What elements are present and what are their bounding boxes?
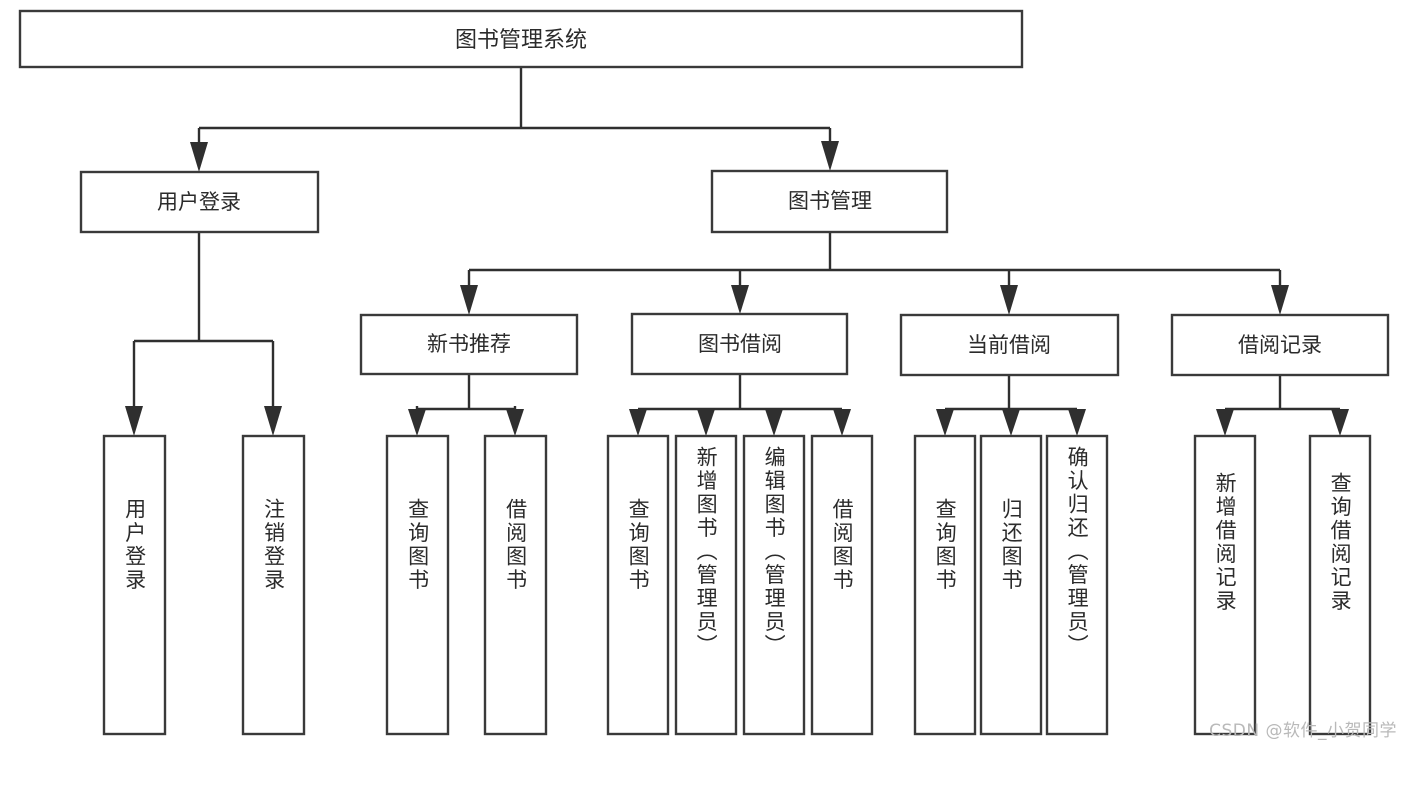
leaf-add-record-rect[interactable] (1193, 434, 1257, 736)
arrow-head-leaf-query-book-2 (629, 409, 647, 436)
leaf-borrow-book-1-rect[interactable] (483, 434, 548, 736)
arrow-head-leaf-confirm-return (1068, 409, 1086, 436)
arrow-head-user-login (190, 142, 208, 172)
leaf-query-book-1-rect[interactable] (385, 434, 450, 736)
arrow-head-leaf-user-login (125, 406, 143, 436)
node-current-borrow-rect[interactable] (899, 313, 1120, 377)
node-borrow-record-label: 借阅记录 (1238, 333, 1322, 357)
arrow-head-borrow-record (1271, 285, 1289, 315)
leaf-borrow-book-2-rect[interactable] (810, 434, 874, 736)
watermark-text: CSDN @软件_小贺同学 (1209, 721, 1397, 741)
arrow-head-leaf-query-book-1 (408, 409, 426, 436)
arrow-head-leaf-edit-book (765, 409, 783, 436)
arrow-head-leaf-query-book-3 (936, 409, 954, 436)
node-book-borrow-label: 图书借阅 (698, 332, 782, 356)
node-root-label: 图书管理系统 (455, 28, 587, 53)
leaf-confirm-return-rect[interactable] (1045, 434, 1109, 736)
node-new-book-recommend-label: 新书推荐 (427, 332, 511, 356)
arrow-head-leaf-query-record (1331, 409, 1349, 436)
leaf-return-book-rect[interactable] (979, 434, 1043, 736)
arrow-head-leaf-return-book (1002, 409, 1020, 436)
leaf-edit-book-rect[interactable] (742, 434, 806, 736)
arrow-head-current-borrow (1000, 285, 1018, 315)
flowchart-svg: 图书管理系统 用户登录 图书管理 新书推荐 图书借阅 当前借阅 借阅记录 (18, 9, 1390, 736)
arrow-head-leaf-add-book (697, 409, 715, 436)
arrow-head-leaf-borrow-book-1 (506, 409, 524, 436)
leaf-logout-rect[interactable] (241, 434, 306, 736)
leaf-query-book-3-rect[interactable] (913, 434, 977, 736)
node-book-borrow[interactable]: 图书借阅 (630, 312, 849, 376)
node-root-rect[interactable] (18, 9, 1024, 69)
leaf-rect-group (102, 434, 1372, 736)
node-book-borrow-rect[interactable] (630, 312, 849, 376)
node-user-login-label: 用户登录 (157, 190, 241, 214)
node-root[interactable]: 图书管理系统 (18, 9, 1024, 69)
node-user-login-rect[interactable] (79, 170, 320, 234)
node-current-borrow-label: 当前借阅 (967, 333, 1051, 357)
arrow-head-leaf-logout (264, 406, 282, 436)
node-new-book-recommend[interactable]: 新书推荐 (359, 313, 579, 376)
node-book-management-label: 图书管理 (788, 189, 872, 213)
arrow-head-book-borrow (731, 285, 749, 314)
arrow-head-new-book-recommend (460, 285, 478, 315)
node-user-login[interactable]: 用户登录 (79, 170, 320, 234)
connector-group (125, 67, 1349, 436)
leaf-query-record-rect[interactable] (1308, 434, 1372, 736)
leaf-query-book-2-rect[interactable] (606, 434, 670, 736)
node-book-management-rect[interactable] (710, 169, 949, 234)
node-book-management[interactable]: 图书管理 (710, 169, 949, 234)
arrow-head-leaf-add-record (1216, 409, 1234, 436)
node-borrow-record-rect[interactable] (1170, 313, 1390, 377)
node-current-borrow[interactable]: 当前借阅 (899, 313, 1120, 377)
arrow-head-leaf-borrow-book-2 (833, 409, 851, 436)
node-new-book-recommend-rect[interactable] (359, 313, 579, 376)
diagram-canvas: 图书管理系统 用户登录 图书管理 新书推荐 图书借阅 当前借阅 借阅记录 (18, 9, 1397, 741)
leaf-user-login-rect[interactable] (102, 434, 167, 736)
arrow-head-book-management (821, 141, 839, 171)
leaf-add-book-rect[interactable] (674, 434, 738, 736)
node-borrow-record[interactable]: 借阅记录 (1170, 313, 1390, 377)
